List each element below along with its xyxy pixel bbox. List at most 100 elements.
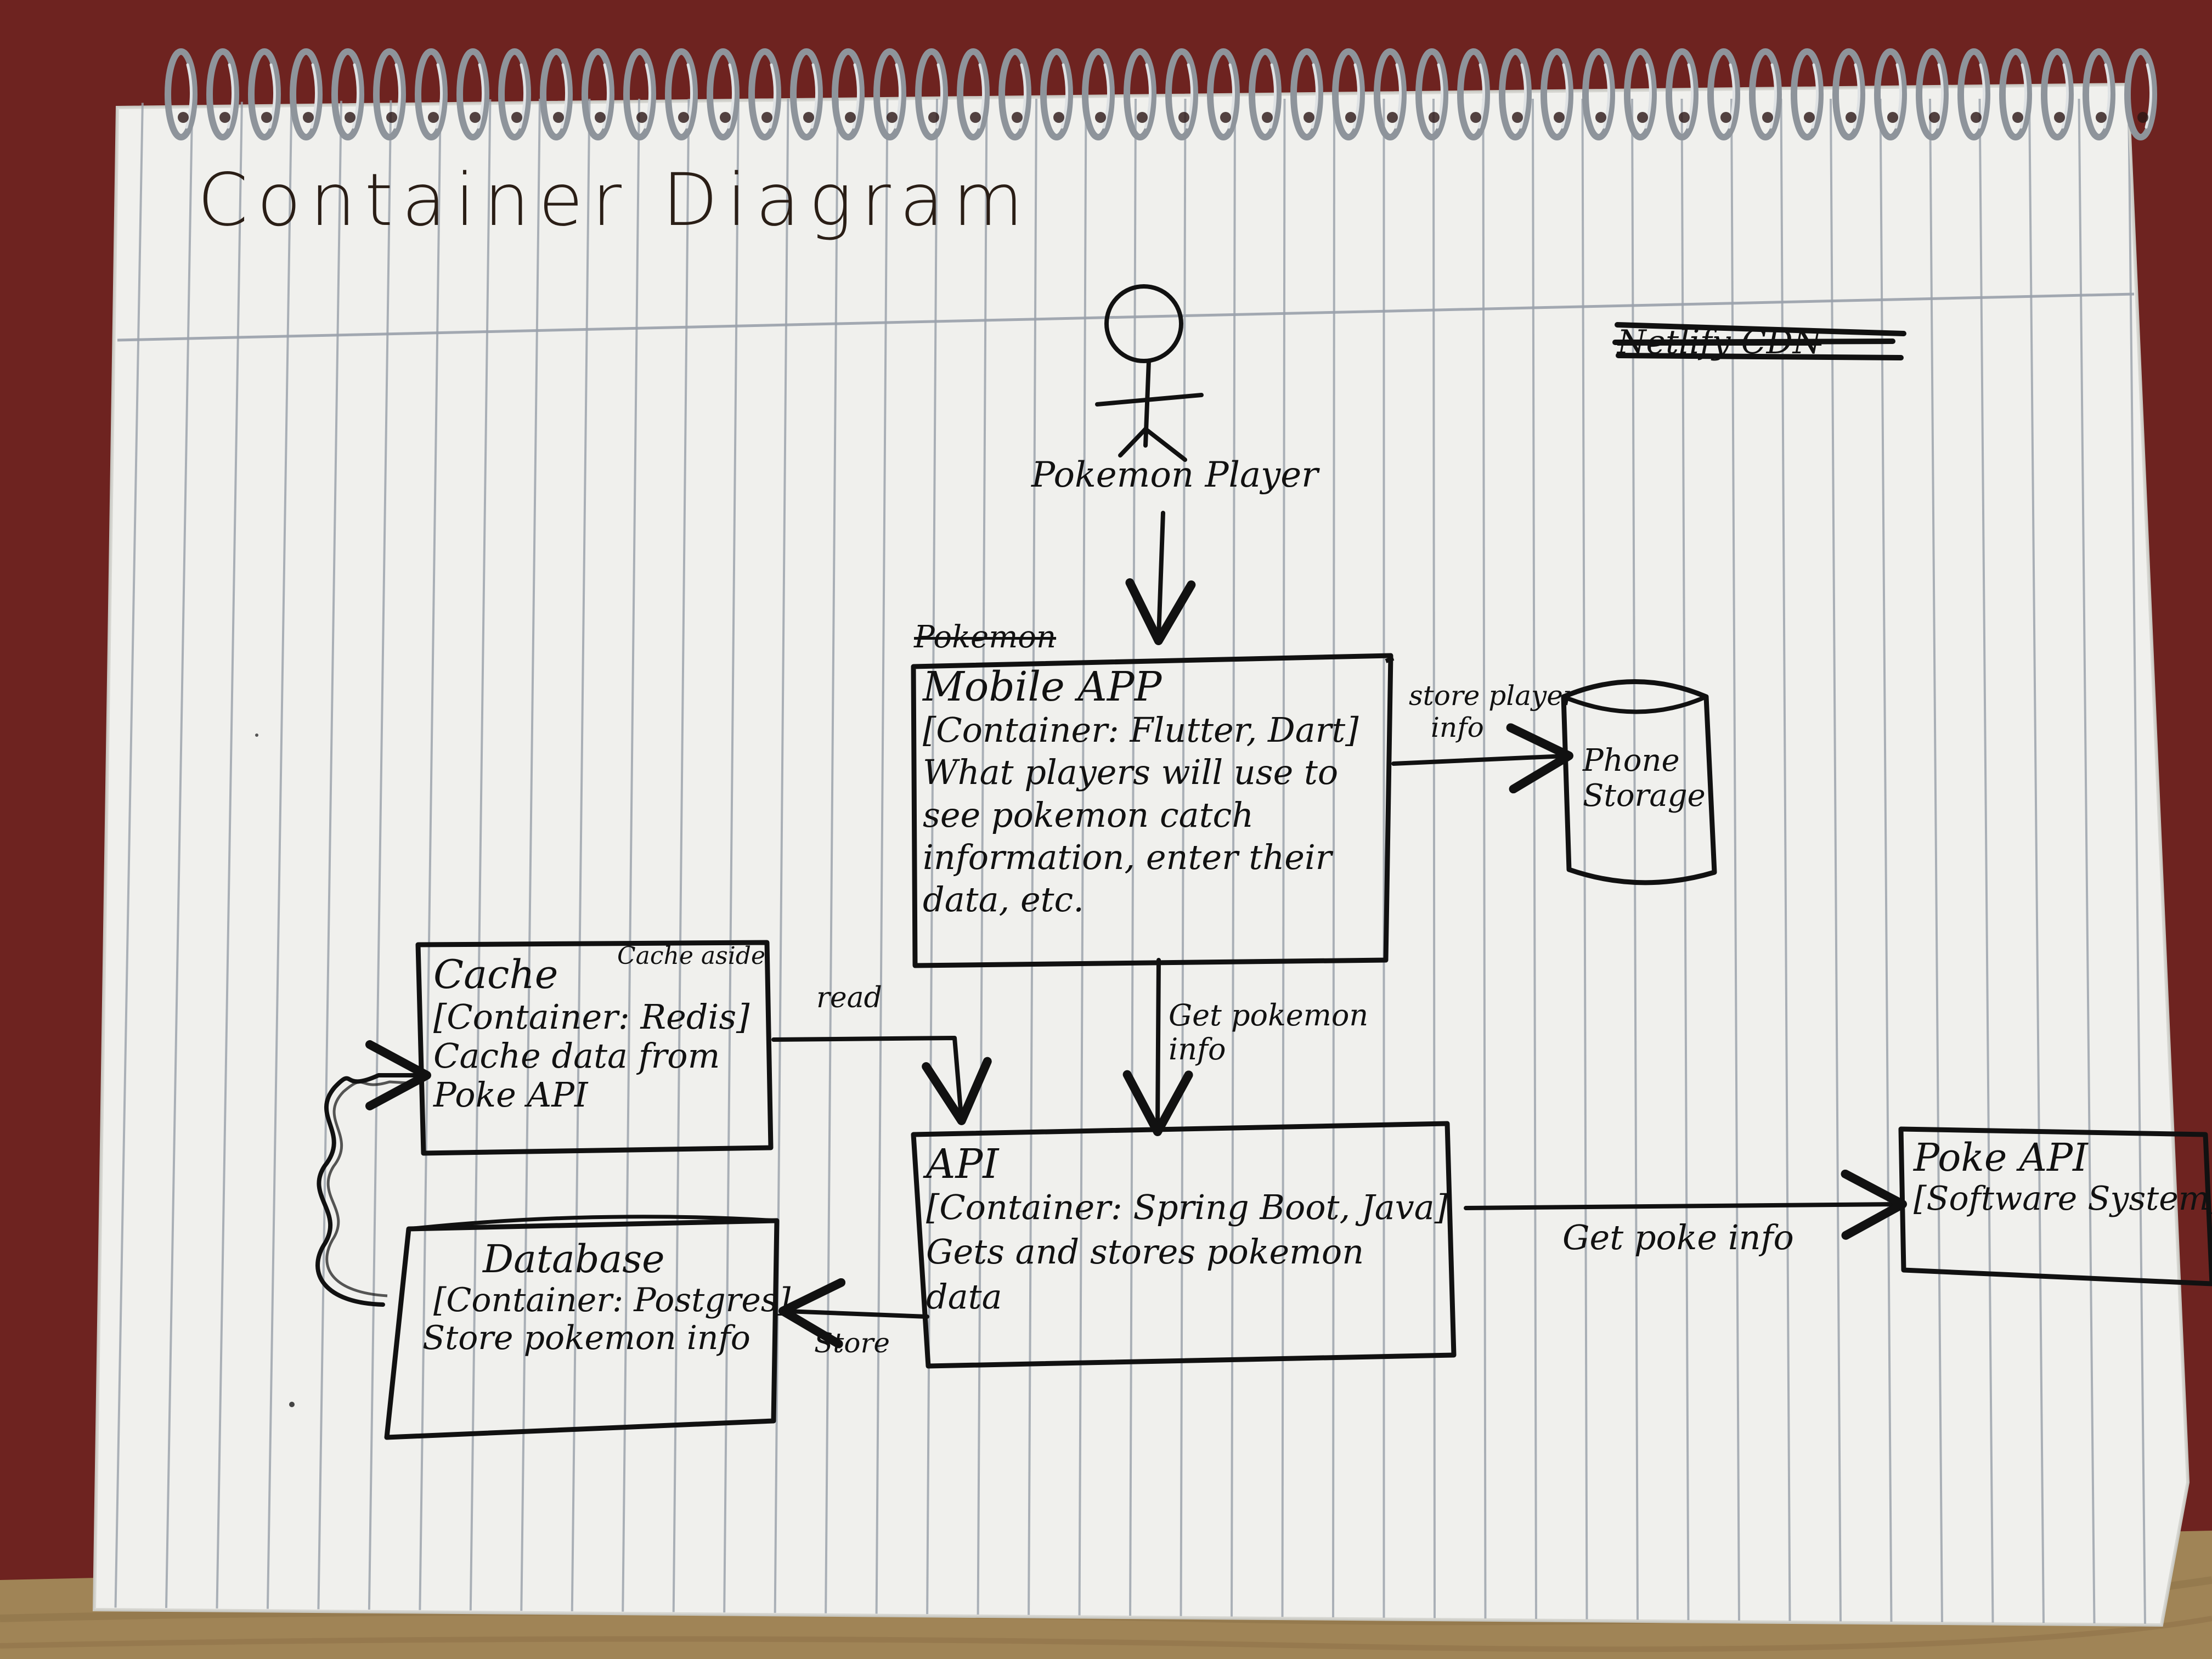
api-text: API [Container: Spring Boot, Java] Gets …: [926, 1141, 1448, 1316]
ruled-line: [165, 98, 194, 1624]
ruled-line: [419, 98, 442, 1624]
spiral-ring: [1165, 48, 1198, 140]
actor-figure: [1095, 284, 1204, 462]
phone-storage-cylinder: [1561, 679, 1717, 885]
spiral-ring: [1541, 48, 1573, 140]
ruled-line: [1730, 98, 1740, 1624]
ruled-line: [216, 98, 243, 1624]
header-rule: [117, 292, 2135, 342]
spiral-ring: [498, 48, 531, 140]
spiral-ring: [1332, 48, 1365, 140]
store-player-info-label: store player info: [1409, 680, 1576, 743]
mobile-app-desc-1: What players will use to: [923, 752, 1339, 793]
ruled-line: [672, 98, 690, 1624]
ruled-line: [520, 98, 541, 1624]
api-box: [911, 1121, 1457, 1369]
ruled-line: [1129, 98, 1137, 1624]
ruled-line: [1482, 98, 1487, 1624]
spiral-ring: [1457, 48, 1490, 140]
spiral-ring: [665, 48, 698, 140]
ruled-line: [1180, 98, 1187, 1624]
spiral-ring: [1290, 48, 1323, 140]
ruled-line: [1532, 98, 1537, 1624]
spiral-ring: [832, 48, 865, 140]
spiral-ring: [373, 48, 406, 140]
spiral-ring: [1124, 48, 1156, 140]
mobile-app-desc-2: see pokemon catch: [923, 794, 1254, 835]
spiral-ring: [248, 48, 281, 140]
spiral-ring: [2083, 48, 2115, 140]
spiral-ring: [1791, 48, 1824, 140]
ruled-line: [1978, 98, 1994, 1624]
get-pokemon-info-label: Get pokemon info: [1169, 998, 1368, 1066]
ruled-line: [1780, 98, 1791, 1624]
phone-storage-text: Phone Storage: [1583, 743, 1706, 814]
spiral-ring: [915, 48, 948, 140]
spiral-ring: [1957, 48, 1990, 140]
api-tech: [Container: Spring Boot, Java]: [926, 1187, 1448, 1228]
store-player-info-line-1: store player: [1409, 680, 1576, 712]
database-name: Database: [483, 1237, 665, 1282]
ruled-line: [1680, 98, 1690, 1624]
ruled-line: [266, 98, 293, 1624]
cache-aside-note: Cache aside: [617, 942, 765, 970]
spiral-ring: [1249, 48, 1282, 140]
ruled-line: [1432, 98, 1436, 1624]
scratch-out-mark: [1612, 322, 1906, 360]
api-desc-1: Gets and stores pokemon: [926, 1232, 1364, 1272]
cache-desc-1: Cache data from: [433, 1036, 720, 1076]
ruled-line: [723, 98, 740, 1624]
mobile-app-text: Mobile APP [Container: Flutter, Dart] Wh…: [923, 663, 1358, 919]
api-to-poke-api-arrow: [1464, 1169, 1907, 1240]
spiral-ring: [540, 48, 573, 140]
ruled-line: [469, 98, 492, 1624]
spiral-ring: [206, 48, 239, 140]
spiral-ring: [1499, 48, 1532, 140]
ruled-line: [368, 98, 392, 1624]
spiral-ring: [998, 48, 1031, 140]
spiral-ring: [748, 48, 781, 140]
database-text: Database [Container: Postgres] Store pok…: [422, 1237, 791, 1357]
spiral-ring: [1207, 48, 1240, 140]
app-struck-label: Pokemon: [914, 619, 1057, 655]
poke-api-tech: [Software System]: [1914, 1179, 2212, 1218]
spiral-ring: [582, 48, 614, 140]
ruled-line: [774, 98, 789, 1624]
spiral-ring: [707, 48, 740, 140]
spiral-ring: [873, 48, 906, 140]
spiral-binding: [165, 48, 2157, 140]
ruled-lines: [114, 98, 2146, 1624]
spiral-ring: [623, 48, 656, 140]
database-tech: [Container: Postgres]: [433, 1280, 791, 1319]
cache-to-api-arrow: [771, 1036, 992, 1125]
ruled-line: [1581, 98, 1588, 1624]
ruled-line: [926, 98, 938, 1624]
actor-to-app-arrow: [1125, 511, 1196, 645]
spiral-ring: [1582, 48, 1615, 140]
poke-api-name: Poke API: [1914, 1135, 2088, 1180]
ruled-line: [2078, 98, 2096, 1624]
ruled-line: [1028, 98, 1037, 1624]
page-title: Container Diagram: [198, 158, 1032, 242]
scratched-note: Netlify CDN: [1617, 323, 1822, 362]
store-player-info-line-2: info: [1431, 711, 1484, 743]
mobile-app-name: Mobile APP: [923, 663, 1162, 710]
ruled-line: [622, 98, 640, 1624]
spiral-ring: [1874, 48, 1907, 140]
ruled-line: [977, 98, 988, 1624]
mobile-app-desc-3: information, enter their: [923, 837, 1332, 877]
ruled-line: [1332, 98, 1335, 1624]
spiral-ring: [2124, 48, 2157, 140]
ruled-line: [2128, 98, 2146, 1624]
spiral-ring: [1832, 48, 1865, 140]
api-to-database-arrow: [778, 1278, 929, 1348]
cache-name: Cache: [433, 951, 558, 997]
get-pokemon-info-line-2: info: [1169, 1032, 1226, 1067]
spiral-ring: [790, 48, 823, 140]
ruled-line: [825, 98, 839, 1624]
spiral-ring: [1666, 48, 1699, 140]
spiral-ring: [1749, 48, 1782, 140]
mobile-app-box: [911, 653, 1393, 968]
get-poke-info-label: Get poke info: [1562, 1217, 1794, 1257]
